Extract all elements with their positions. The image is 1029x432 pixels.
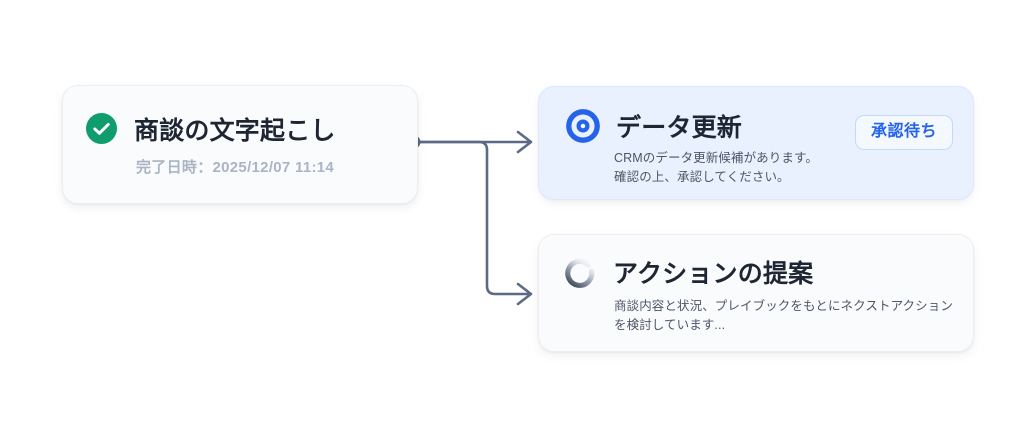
data-update-card[interactable]: データ更新 CRMのデータ更新候補があります。 確認の上、承認してください。 承… — [538, 86, 974, 200]
target-circle-icon — [566, 109, 600, 148]
action-proposal-description-line-2: を検討しています... — [614, 317, 726, 332]
data-update-card-title: データ更新 — [616, 114, 743, 142]
transcription-card-title: 商談の文字起こし — [134, 116, 336, 145]
status-badge-awaiting-approval[interactable]: 承認待ち — [854, 115, 953, 150]
check-circle-icon — [86, 113, 117, 149]
action-proposal-card[interactable]: アクションの提案 商談内容と状況、プレイブックをもとにネクストアクション を検討… — [538, 234, 974, 352]
transcription-card[interactable]: 商談の文字起こし 完了日時：2025/12/07 11:14 — [62, 85, 418, 204]
edge-transcription-to-data-update — [420, 130, 533, 154]
data-update-description-line-2: 確認の上、承認してください。 — [614, 169, 790, 184]
action-proposal-card-header: アクションの提案 — [564, 257, 813, 291]
action-proposal-description-line-1: 商談内容と状況、プレイブックをもとにネクストアクション — [614, 299, 953, 313]
loading-spinner-icon — [564, 257, 598, 291]
edge-transcription-to-action-proposal — [420, 140, 533, 306]
data-update-card-description: CRMのデータ更新候補があります。 確認の上、承認してください。 — [614, 149, 914, 186]
data-update-card-header: データ更新 — [566, 109, 742, 148]
data-update-description-line-1: CRMのデータ更新候補があります。 — [614, 151, 818, 165]
transcription-completed-at: 完了日時：2025/12/07 11:14 — [136, 159, 335, 176]
action-proposal-card-title: アクションの提案 — [613, 259, 814, 288]
action-proposal-card-description: 商談内容と状況、プレイブックをもとにネクストアクション を検討しています... — [614, 297, 964, 334]
transcription-card-header: 商談の文字起こし — [86, 113, 336, 149]
